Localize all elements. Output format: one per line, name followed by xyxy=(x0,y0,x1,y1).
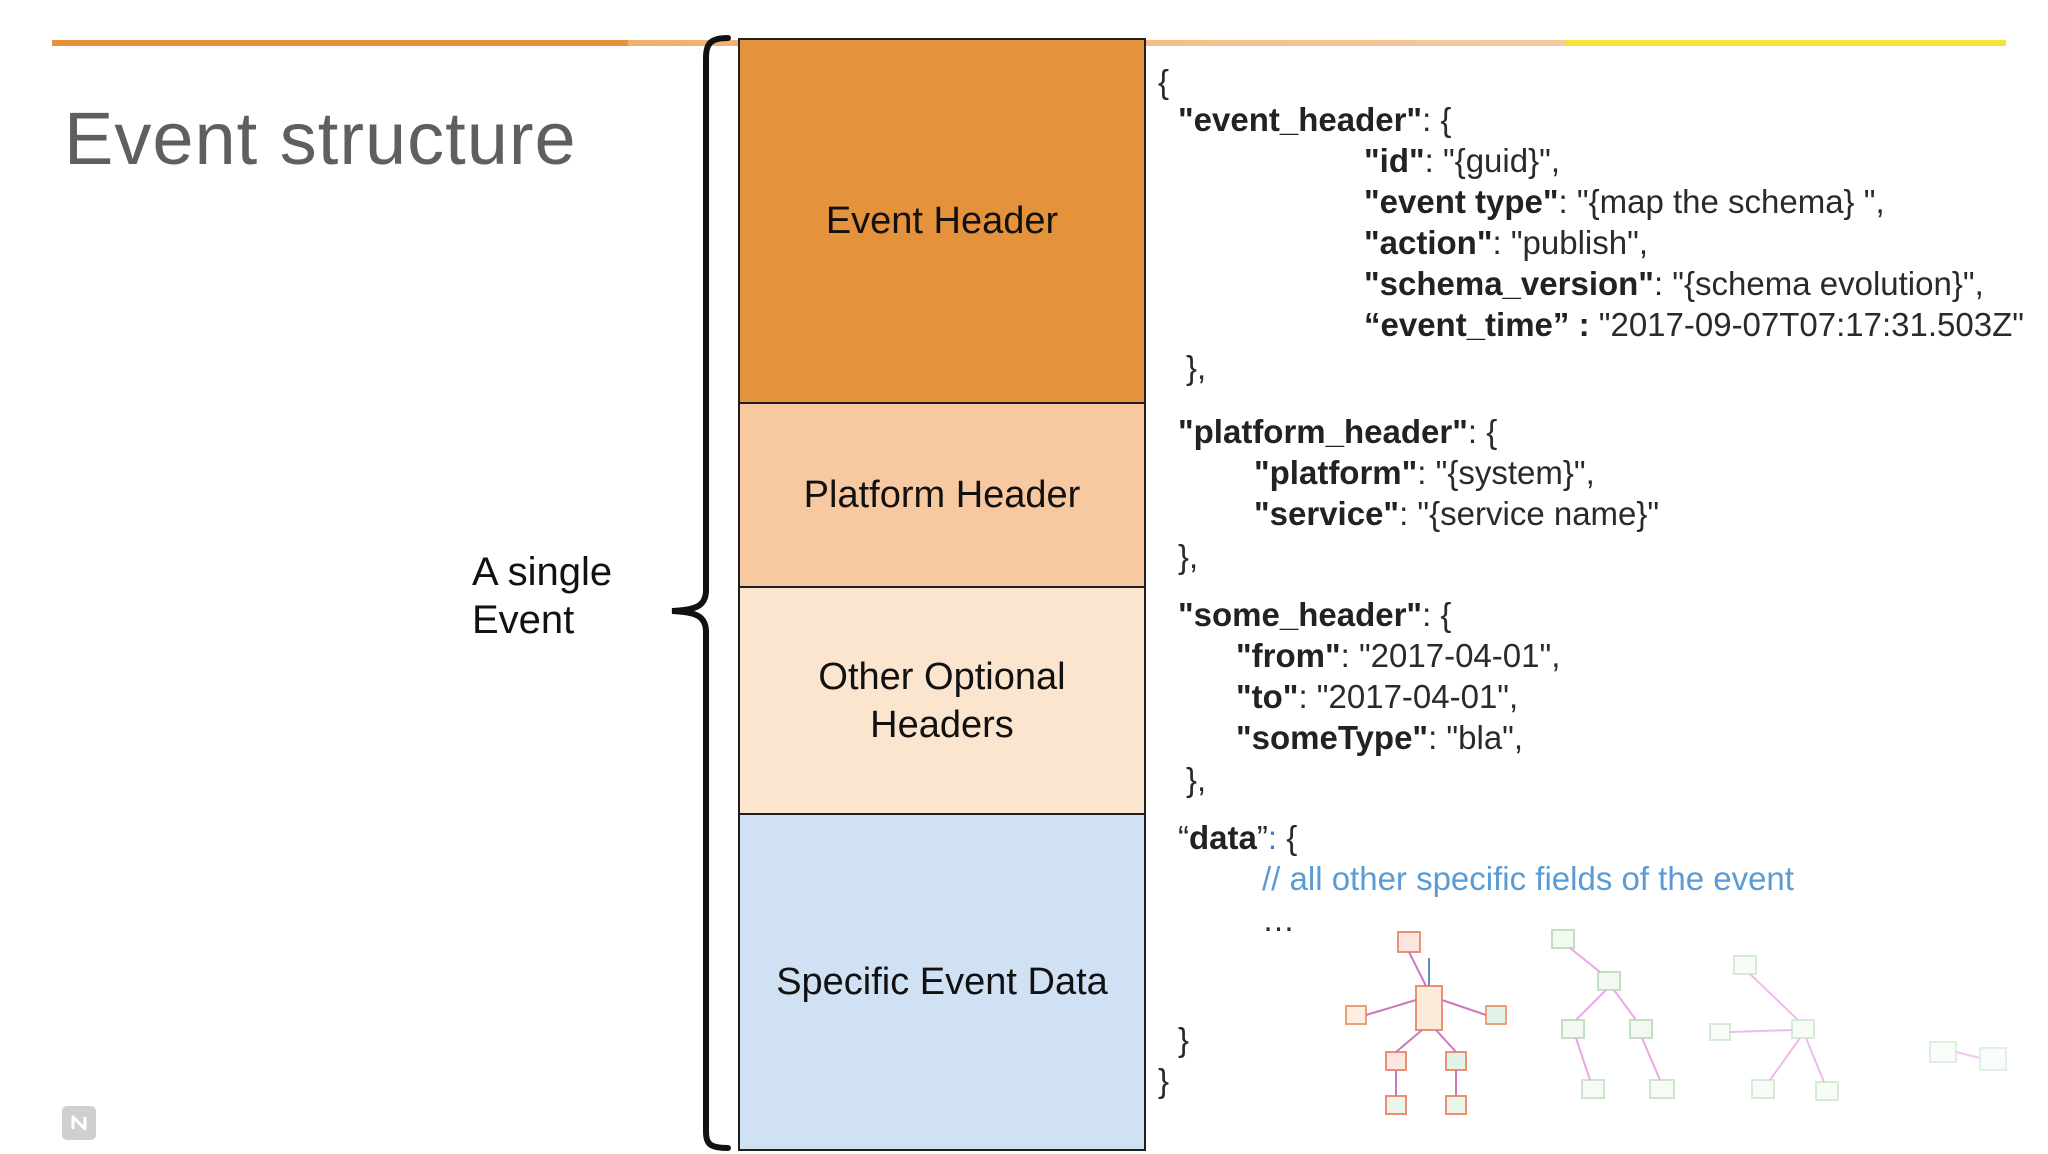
code-data-open: { xyxy=(1277,819,1298,856)
code-data-colon: : xyxy=(1267,819,1278,856)
code-field-sometype-key: "someType" xyxy=(1236,719,1429,756)
illustration-figure-3 xyxy=(1709,955,1839,1101)
block-platform-header-label: Platform Header xyxy=(803,474,1081,516)
event-structure-stack: Event Header Platform Header Other Optio… xyxy=(738,38,1146,1151)
top-rule-left xyxy=(52,40,628,46)
code-field-service-value: : "{service name}" xyxy=(1399,495,1660,532)
block-event-data-label: Specific Event Data xyxy=(776,961,1108,1003)
code-field-event-type: "event type": "{map the schema} ", xyxy=(1364,182,1885,222)
code-some-header-close: }, xyxy=(1186,761,1207,798)
code-some-header-key: "some_header" xyxy=(1178,596,1423,633)
code-field-platform-key: "platform" xyxy=(1254,454,1418,491)
illustration-figure-2 xyxy=(1551,929,1675,1099)
code-event-header-open: : { xyxy=(1422,101,1452,138)
code-data-comment: // all other specific fields of the even… xyxy=(1262,860,1794,897)
slide-title: Event structure xyxy=(64,97,577,180)
top-rule-right xyxy=(1566,40,2006,46)
code-data-line: “data”: { xyxy=(1178,818,1297,858)
code-some-header-open: : { xyxy=(1422,596,1452,633)
model-evolution-illustration xyxy=(1345,929,2007,1115)
code-field-platform: "platform": "{system}", xyxy=(1254,453,1595,493)
single-event-label-line-1: A single xyxy=(472,550,613,594)
block-optional-headers: Other Optional Headers xyxy=(740,586,1144,813)
code-platform-header-close: }, xyxy=(1178,538,1199,575)
block-event-header-label: Event Header xyxy=(825,200,1059,242)
code-field-from-value: : "2017-04-01", xyxy=(1340,637,1561,674)
code-field-to-key: "to" xyxy=(1236,678,1299,715)
block-event-header: Event Header xyxy=(740,40,1144,402)
code-field-to-value: : "2017-04-01", xyxy=(1298,678,1519,715)
code-field-id-key: "id" xyxy=(1364,142,1425,179)
code-field-platform-value: : "{system}", xyxy=(1417,454,1595,491)
block-event-data: Specific Event Data xyxy=(740,813,1144,1149)
code-platform-header-line: "platform_header": { xyxy=(1178,412,1497,452)
block-optional-headers-label: Other Optional Headers xyxy=(818,655,1066,746)
code-field-schema-version-key: "schema_version" xyxy=(1364,265,1654,302)
code-field-event-type-value: : "{map the schema} ", xyxy=(1558,183,1885,220)
code-field-schema-version-value: : "{schema evolution}", xyxy=(1653,265,1984,302)
code-field-from-key: "from" xyxy=(1236,637,1341,674)
code-open-brace: { xyxy=(1158,63,1170,100)
code-field-to: "to": "2017-04-01", xyxy=(1236,677,1518,717)
code-data-ellipsis: … xyxy=(1262,901,1295,938)
code-data-close-quote: ” xyxy=(1256,819,1268,856)
code-data-close: } xyxy=(1178,1021,1190,1058)
code-event-header-close: }, xyxy=(1186,349,1207,386)
code-some-header-line: "some_header": { xyxy=(1178,595,1451,635)
code-field-action: "action": "publish", xyxy=(1364,223,1648,263)
code-field-action-value: : "publish", xyxy=(1492,224,1648,261)
code-event-header-line: "event_header": { xyxy=(1178,100,1451,140)
code-field-event-time-key: “event_time” : xyxy=(1364,306,1590,343)
single-event-label: A single Event xyxy=(472,548,612,644)
code-field-event-time: “event_time” : "2017-09-07T07:17:31.503Z… xyxy=(1364,305,2024,345)
code-field-sometype: "someType": "bla", xyxy=(1236,718,1523,758)
curly-brace-icon xyxy=(671,35,731,1151)
illustration-figure-1 xyxy=(1345,931,1507,1115)
code-platform-header-open: : { xyxy=(1467,413,1498,450)
code-field-event-time-value: "2017-09-07T07:17:31.503Z" xyxy=(1589,306,2024,343)
code-field-service-key: "service" xyxy=(1254,495,1400,532)
code-data-key: data xyxy=(1189,819,1257,856)
single-event-label-line-2: Event xyxy=(472,598,575,642)
code-field-sometype-value: : "bla", xyxy=(1428,719,1524,756)
code-field-from: "from": "2017-04-01", xyxy=(1236,636,1560,676)
code-close-brace: } xyxy=(1158,1062,1170,1099)
illustration-figure-4 xyxy=(1929,1041,2007,1071)
code-field-action-key: "action" xyxy=(1364,224,1493,261)
code-data-open-quote: “ xyxy=(1178,819,1189,856)
code-event-header-key: "event_header" xyxy=(1178,101,1423,138)
logo-mark-icon xyxy=(62,1106,96,1140)
code-field-service: "service": "{service name}" xyxy=(1254,494,1659,534)
block-platform-header: Platform Header xyxy=(740,402,1144,586)
code-platform-header-key: "platform_header" xyxy=(1178,413,1468,450)
code-field-id-value: : "{guid}", xyxy=(1424,142,1560,179)
code-field-schema-version: "schema_version": "{schema evolution}", xyxy=(1364,264,1984,304)
code-field-event-type-key: "event type" xyxy=(1364,183,1559,220)
code-field-id: "id": "{guid}", xyxy=(1364,141,1560,181)
